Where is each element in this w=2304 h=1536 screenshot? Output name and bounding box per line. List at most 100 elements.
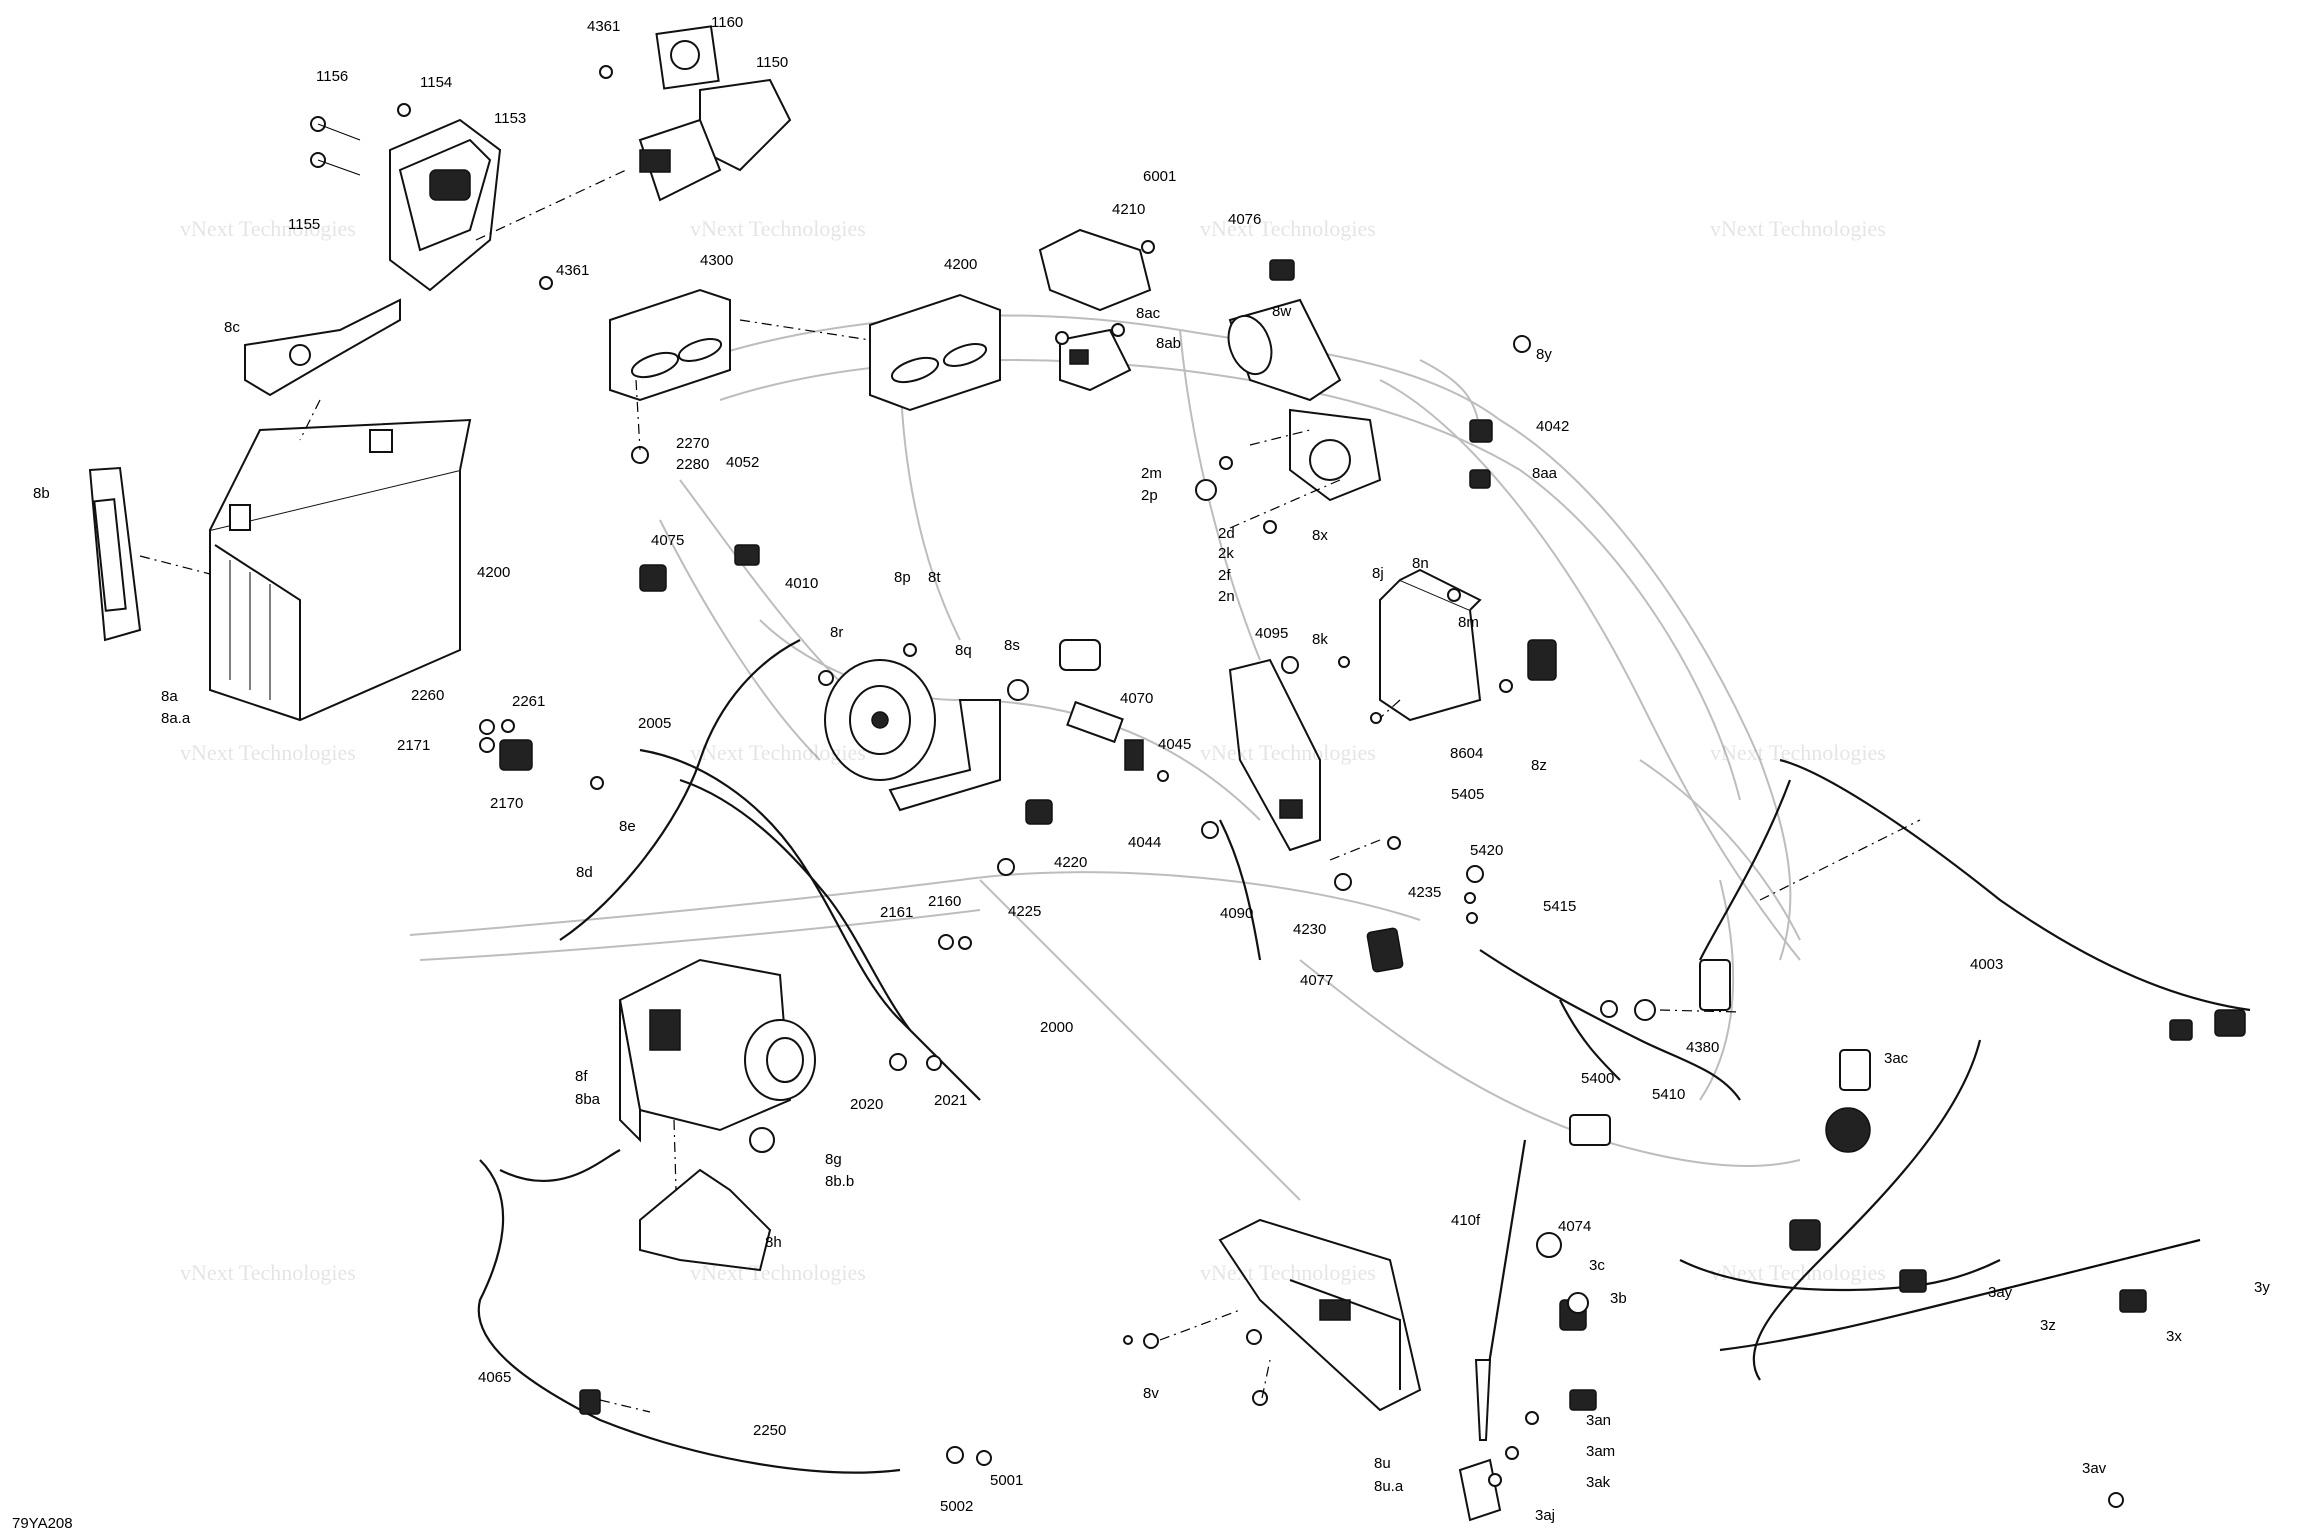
part-label: 8s [1004, 637, 1020, 654]
part-label: 4076 [1228, 211, 1261, 228]
part-label: 4225 [1008, 903, 1041, 920]
watermark: vNext Technologies [1200, 740, 1376, 765]
reference-code: 79YA208 [12, 1515, 73, 1532]
horn-bracket-8q [888, 699, 1001, 812]
part-label: 8t [928, 569, 941, 586]
part-label: 8b.b [825, 1173, 854, 1190]
part-label: 4003 [1970, 956, 2003, 973]
part-label: 2021 [934, 1092, 967, 1109]
fasteners [479, 65, 2124, 1508]
part-label: 8ac [1136, 305, 1161, 322]
part-label: 3av [2082, 1460, 2107, 1477]
part-label: 4077 [1300, 972, 1333, 989]
watermark: vNext Technologies [180, 216, 356, 241]
part-label: 2000 [1040, 1019, 1073, 1036]
watermark: vNext Technologies [690, 216, 866, 241]
module-4300-right [869, 293, 1001, 412]
part-label: 8x [1312, 527, 1328, 544]
watermarks: vNext Technologies vNext Technologies vN… [180, 216, 1886, 1285]
part-label: 6001 [1143, 168, 1176, 185]
part-label: 8n [1412, 555, 1429, 572]
part-label: 8a [161, 688, 178, 705]
part-label: 5001 [990, 1472, 1023, 1489]
part-label: 410f [1451, 1212, 1481, 1229]
wire-harness [477, 639, 2251, 1474]
part-label: 8j [1372, 565, 1384, 582]
part-label: 2d [1218, 525, 1235, 542]
part-label: 4042 [1536, 418, 1569, 435]
part-label: 4220 [1054, 854, 1087, 871]
part-label: 4361 [556, 262, 589, 279]
part-label: 4230 [1293, 921, 1326, 938]
part-label: 2250 [753, 1422, 786, 1439]
part-label: 8u [1374, 1455, 1391, 1472]
bracket-4090 [1228, 658, 1321, 852]
watermark: vNext Technologies [690, 1260, 866, 1285]
part-label: 1160 [711, 14, 743, 31]
watermark: vNext Technologies [1710, 740, 1886, 765]
part-label: 8p [894, 569, 911, 586]
part-label: 4361 [587, 18, 620, 35]
part-label: 4200 [477, 564, 510, 581]
part-label: 8z [1531, 757, 1547, 774]
part-label: 5400 [1581, 1070, 1614, 1087]
part-label: 8604 [1450, 745, 1483, 762]
part-label: 4300 [700, 252, 733, 269]
part-label: 8m [1458, 614, 1479, 631]
part-label: 4200 [944, 256, 977, 273]
part-label: 2170 [490, 795, 523, 812]
part-label: 8d [576, 864, 593, 881]
part-label: 3ac [1884, 1050, 1909, 1067]
part-label: 5415 [1543, 898, 1576, 915]
part-label: 4380 [1686, 1039, 1719, 1056]
part-label: 3x [2166, 1328, 2182, 1345]
frame-outline [409, 314, 1801, 1201]
explode-lines [139, 169, 2201, 1413]
part-callouts: 1156 1154 1153 1155 4361 1160 1150 8c 8b… [33, 14, 2270, 1524]
module-1150 [638, 25, 792, 202]
connectors [499, 259, 2246, 1415]
part-label: 3b [1610, 1290, 1627, 1307]
watermark: vNext Technologies [180, 740, 356, 765]
part-label: 4070 [1120, 690, 1153, 707]
part-label: 4090 [1220, 905, 1253, 922]
part-label: 8y [1536, 346, 1552, 363]
part-label: 2f [1218, 567, 1231, 584]
part-label: 5405 [1451, 786, 1484, 803]
part-label: 8g [825, 1151, 842, 1168]
part-label: 8b [33, 485, 50, 502]
watermark: vNext Technologies [1200, 1260, 1376, 1285]
watermark: vNext Technologies [180, 1260, 356, 1285]
part-label: 1154 [420, 74, 452, 91]
part-label: 8r [830, 624, 843, 641]
part-label: 2261 [512, 693, 545, 710]
part-label: 8q [955, 642, 972, 659]
bracket-4200-top [1038, 228, 1152, 312]
part-label: 1156 [316, 68, 348, 85]
part-label: 2280 [676, 456, 709, 473]
part-label: 8k [1312, 631, 1328, 648]
part-label: 2n [1218, 588, 1235, 605]
sensor-8ab [1059, 328, 1132, 392]
part-label: 5420 [1470, 842, 1503, 859]
part-label: 2171 [397, 737, 430, 754]
part-label: 2260 [411, 687, 444, 704]
part-label: 3z [2040, 1317, 2056, 1334]
part-label: 4045 [1158, 736, 1191, 753]
part-label: 1155 [288, 216, 320, 233]
watermark: vNext Technologies [1710, 216, 1886, 241]
part-label: 8c [224, 319, 240, 336]
bracket-8u [1218, 1218, 1422, 1412]
battery-strap-8b [88, 466, 142, 642]
part-label: 4074 [1558, 1218, 1591, 1235]
part-label: 8w [1272, 303, 1291, 320]
part-label: 8f [575, 1068, 588, 1085]
part-label: 8ba [575, 1091, 601, 1108]
part-label: 4052 [726, 454, 759, 471]
part-label: 2m [1141, 465, 1162, 482]
part-label: 8u.a [1374, 1478, 1404, 1495]
part-label: 3ak [1586, 1474, 1611, 1491]
watermark: vNext Technologies [690, 740, 866, 765]
part-label: 1153 [494, 110, 526, 127]
